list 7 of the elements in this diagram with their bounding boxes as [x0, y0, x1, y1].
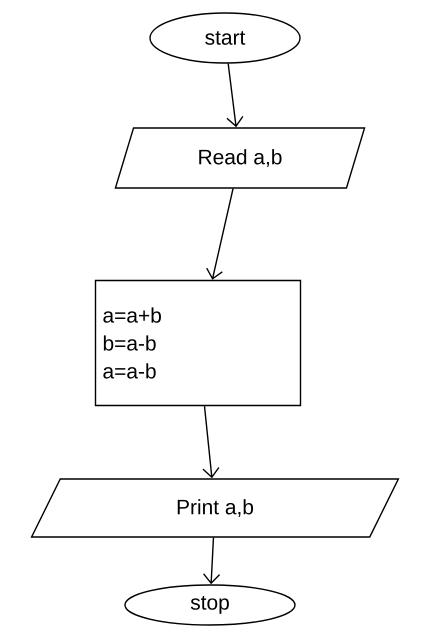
process-box: a=a+b b=a-b a=a-b: [94, 280, 302, 406]
arrow: [206, 188, 234, 280]
arrow: [203, 538, 220, 584]
arrow: [202, 406, 220, 478]
io-parallelogram: Read a,b: [114, 127, 366, 189]
io-parallelogram: Print a,b: [30, 478, 400, 538]
arrow: [226, 64, 244, 128]
